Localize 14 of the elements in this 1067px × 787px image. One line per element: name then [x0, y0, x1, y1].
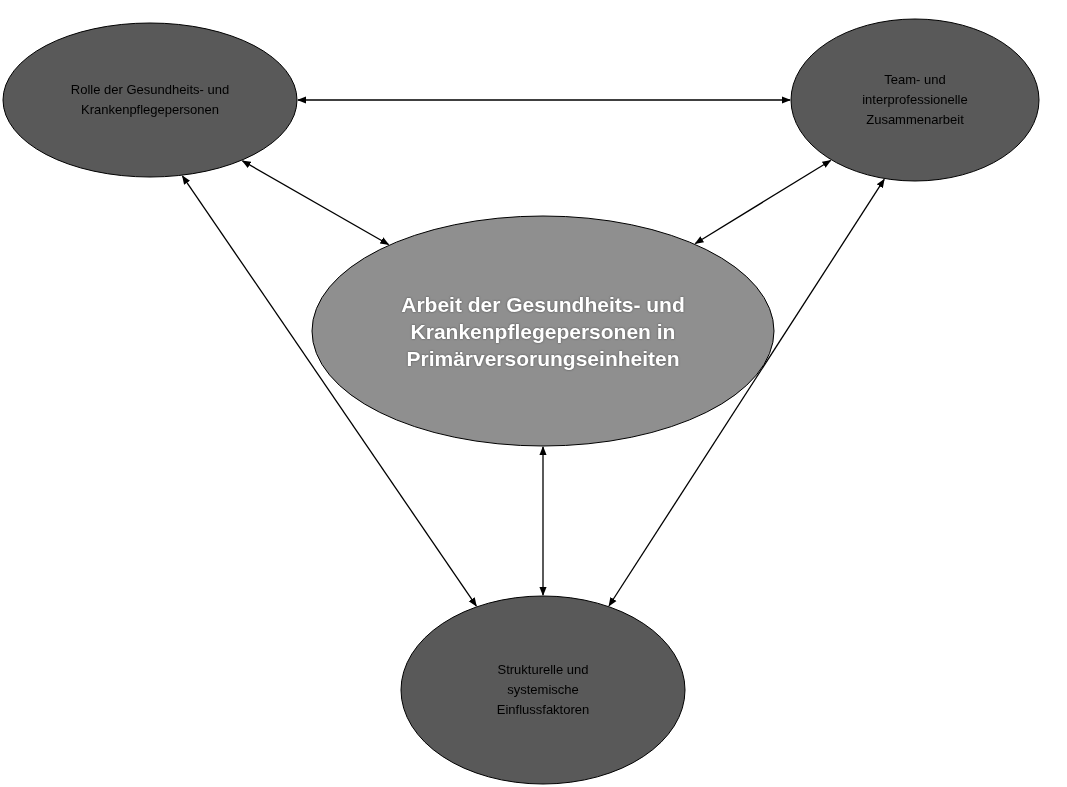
- ellipse-node: [400, 595, 686, 785]
- double-arrow: [181, 175, 477, 607]
- node-label: Arbeit der Gesundheits- und Krankenpflegepersonen in Primärversorungseinheiten: [400, 291, 686, 372]
- node-label: Rolle der Gesundheits- und Krankenpflegepersonen: [69, 81, 231, 119]
- double-arrow: [694, 159, 832, 245]
- node-label: Team- und interprofessionelle Zusammenarbeit: [861, 71, 969, 129]
- ellipse-node: [311, 215, 775, 447]
- double-arrow: [608, 178, 885, 607]
- double-arrow: [241, 160, 390, 246]
- node-label: Strukturelle und systemische Einflussfaktoren: [495, 661, 591, 719]
- ellipse-node: [790, 18, 1040, 182]
- ellipse-node: [2, 22, 298, 178]
- double-arrow: [539, 446, 547, 596]
- double-arrow: [297, 96, 791, 104]
